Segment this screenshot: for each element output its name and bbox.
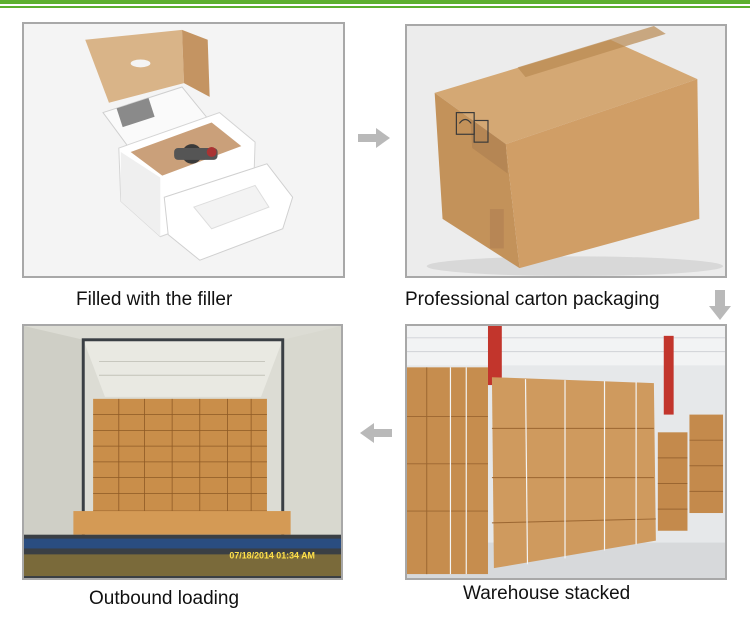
- photo-container-loading: 07/18/2014 01:34 AM: [22, 324, 343, 580]
- arrow-right-icon: [358, 128, 390, 148]
- caption-outbound: Outbound loading: [89, 588, 240, 609]
- photo-filled-box: [22, 22, 345, 278]
- caption-filled: Filled with the filler: [76, 289, 233, 310]
- top-accent-line: [0, 0, 750, 4]
- photo-warehouse: [405, 324, 727, 580]
- caption-warehouse: Warehouse stacked: [463, 583, 631, 604]
- arrow-down-icon: [709, 290, 731, 320]
- photo-timestamp: 07/18/2014 01:34 AM: [229, 550, 315, 560]
- arrow-left-icon: [360, 423, 392, 443]
- caption-packaging: Professional carton packaging: [405, 289, 660, 310]
- top-accent-line-thin: [0, 6, 750, 8]
- photo-carton: [405, 24, 727, 278]
